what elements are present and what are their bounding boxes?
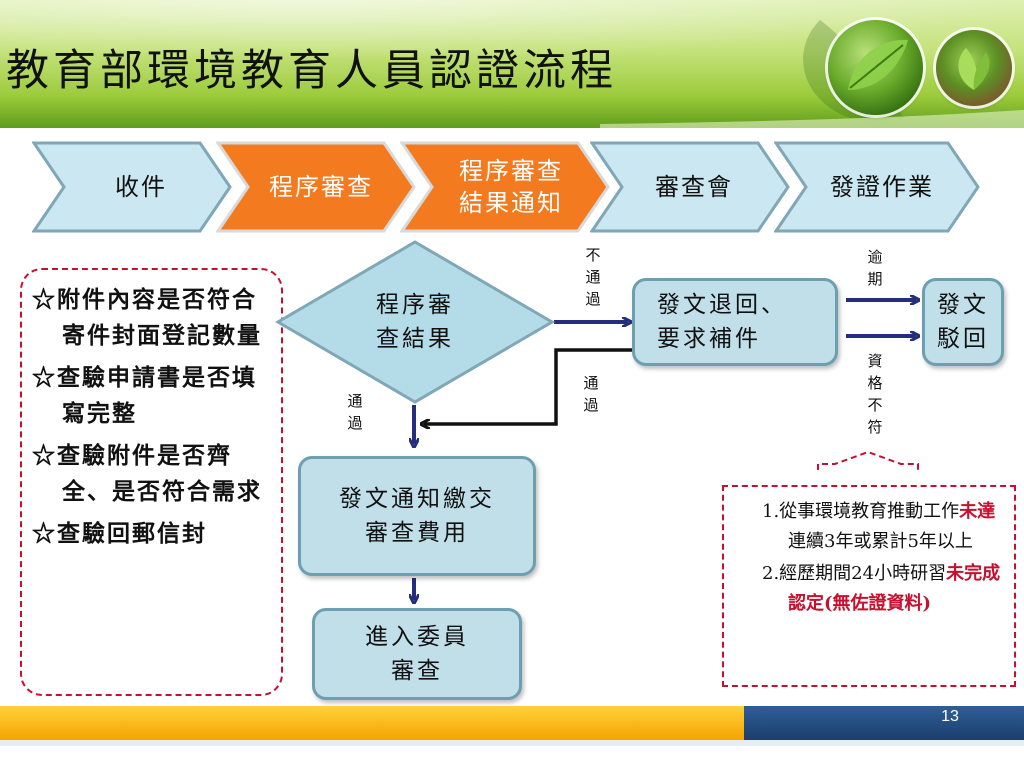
page-number: 13 <box>941 708 959 725</box>
step-notice-line1: 程序審查 <box>459 157 563 185</box>
step-review-meeting: 審查會 <box>590 141 790 233</box>
decision-diamond <box>275 240 555 404</box>
return-box: 發文退回、 要求補件 <box>632 278 838 366</box>
fee-box-line2: 審查費用 <box>365 520 469 546</box>
step-certificate-issue: 發證作業 <box>774 141 980 233</box>
decision-line2: 查結果 <box>376 326 454 352</box>
pass-return-label: 通過 <box>583 374 599 414</box>
step-receive: 收件 <box>32 141 232 233</box>
step-review-result-notice: 程序審查 結果通知 <box>400 141 610 233</box>
footer-orange-bar <box>0 706 744 740</box>
fee-box: 發文通知繳交 審查費用 <box>298 456 536 576</box>
checklist-item: ☆附件內容是否符合寄件封面登記數量 <box>32 286 262 349</box>
reject-box: 發文 駁回 <box>922 278 1004 366</box>
overdue-label: 逾期 <box>867 248 883 288</box>
pass-down-label: 通過 <box>347 392 363 432</box>
decision-label: 程序審 查結果 <box>340 288 490 356</box>
checklist-item: ☆查驗回郵信封 <box>32 520 207 547</box>
note-item-1: 1.從事環境教育推動工作未達連續3年或累計5年以上 <box>762 501 996 552</box>
note-item-1-red: 未達 <box>959 501 996 522</box>
footer-navy-bar <box>744 706 1024 740</box>
fee-box-line1: 發文通知繳交 <box>339 486 495 512</box>
page-title: 教育部環境教育人員認證流程 <box>6 46 617 96</box>
return-box-line2: 要求補件 <box>657 326 761 352</box>
callout-pointer <box>817 450 919 470</box>
return-box-line1: 發文退回、 <box>657 292 787 318</box>
resubmit-pass-arrow <box>424 348 632 424</box>
note-item-2: 2.經歷期間24小時研習未完成認定(無佐證資料) <box>762 563 1001 614</box>
fail-label: 不通過 <box>585 246 601 308</box>
reject-box-line1: 發文 <box>937 292 989 318</box>
committee-box: 進入委員 審查 <box>312 608 522 700</box>
leaf-logo-icon <box>828 20 923 115</box>
note-item-2-red: 未完成認定(無佐證資料) <box>788 563 1001 614</box>
step-notice-line2: 結果通知 <box>459 189 563 217</box>
checklist-item: ☆查驗申請書是否填寫完整 <box>32 364 257 427</box>
reject-box-line2: 駁回 <box>937 326 989 352</box>
step-procedural-review: 程序審查 <box>216 141 416 233</box>
step-review-meeting-label: 審查會 <box>655 173 733 201</box>
committee-box-line2: 審查 <box>391 658 443 684</box>
checklist-item: ☆查驗附件是否齊全、是否符合需求 <box>32 442 262 505</box>
disqualify-notes-callout: 1.從事環境教育推動工作未達連續3年或累計5年以上 2.經歷期間24小時研習未完… <box>722 485 1016 687</box>
disqualified-label: 資格不符 <box>867 352 883 436</box>
decision-line1: 程序審 <box>376 292 454 318</box>
committee-box-line1: 進入委員 <box>365 624 469 650</box>
step-receive-label: 收件 <box>115 173 167 201</box>
checklist-callout: ☆附件內容是否符合寄件封面登記數量 ☆查驗申請書是否填寫完整 ☆查驗附件是否齊全… <box>20 268 283 696</box>
footer-strip <box>0 740 1024 746</box>
step-certificate-issue-label: 發證作業 <box>830 173 934 201</box>
step-procedural-review-label: 程序審查 <box>269 173 373 201</box>
plant-logo-icon <box>936 30 1012 106</box>
